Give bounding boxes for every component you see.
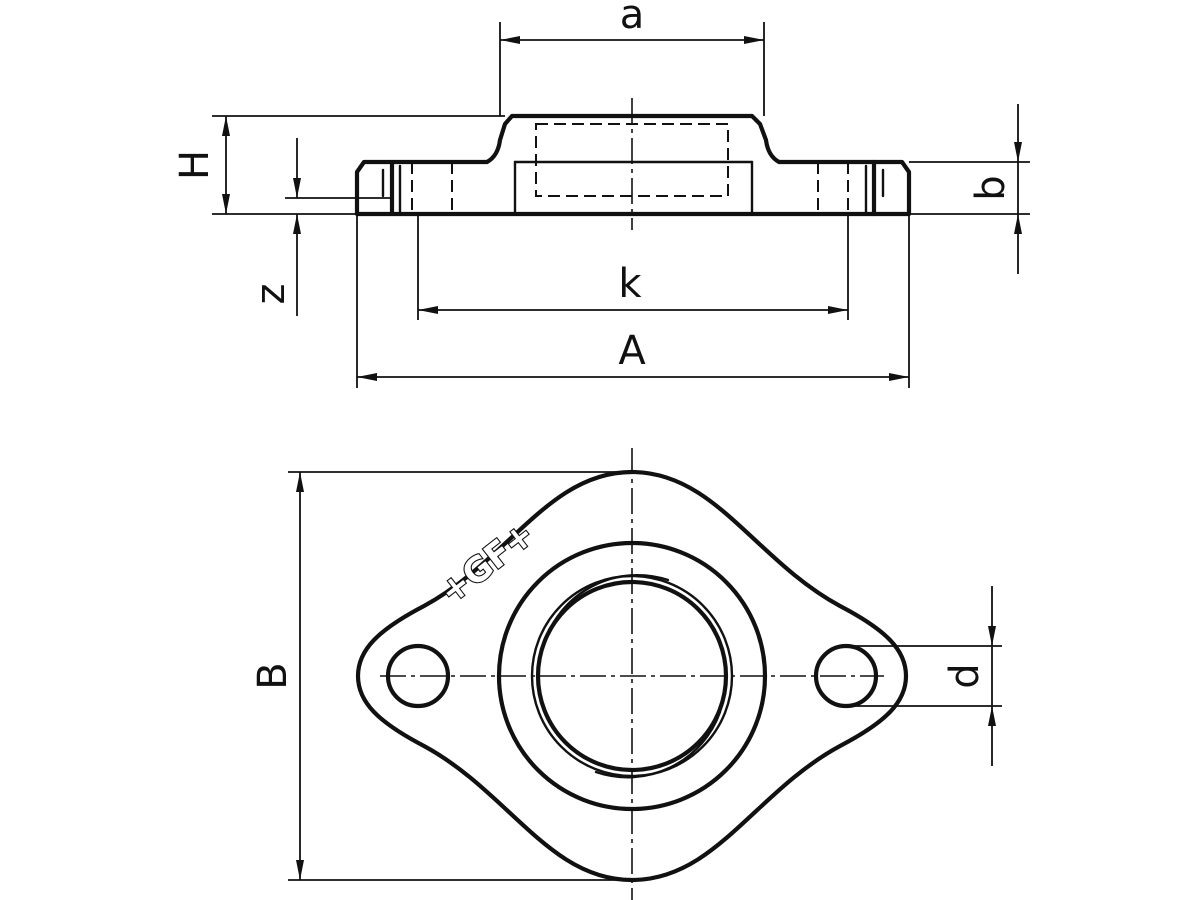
- side-view: a H z b k A: [172, 0, 1030, 388]
- dim-label-z: z: [248, 284, 294, 305]
- dim-label-a: a: [620, 0, 645, 38]
- plan-view: +GF+ B d: [250, 448, 1002, 900]
- dim-label-H: H: [172, 150, 218, 180]
- dim-label-A: A: [618, 328, 646, 374]
- dim-label-B: B: [250, 662, 296, 689]
- dim-label-b: b: [968, 175, 1014, 200]
- dim-label-k: k: [618, 261, 642, 307]
- dim-label-d: d: [942, 663, 988, 688]
- flange-side-outline: [354, 113, 912, 217]
